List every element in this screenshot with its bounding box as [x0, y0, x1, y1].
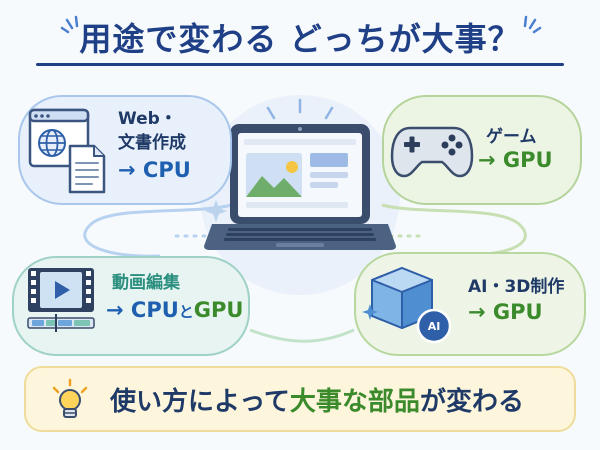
- title-banner: 用途で変わる どっちが大事？: [36, 10, 564, 72]
- card-game: [382, 95, 582, 205]
- bottom-text-after: が変わる: [419, 386, 524, 417]
- ai-processor: GPU: [492, 300, 543, 324]
- web-processor: CPU: [142, 158, 191, 182]
- connector-web-video: [83, 203, 233, 258]
- lightbulb-icon: [52, 378, 88, 418]
- arrow: →: [478, 148, 496, 172]
- gamepad-icon: [390, 126, 474, 178]
- video-timeline-icon: [27, 268, 95, 332]
- web-label-line1: Web・: [118, 109, 177, 129]
- video-result: → CPUとGPU: [106, 298, 243, 322]
- bottom-text-before: 使い方によって: [110, 386, 290, 417]
- sparkle-icon: [60, 15, 79, 34]
- web-result: → CPU: [118, 158, 191, 182]
- sparkle-icon: [523, 15, 542, 34]
- title-underline: [36, 63, 564, 66]
- ai-result: → GPU: [468, 300, 543, 324]
- page-title: 用途で変わる どっちが大事？: [79, 20, 521, 58]
- bottom-message: 使い方によって大事な部品が変わる: [110, 381, 524, 418]
- connector-game-ai: [381, 203, 527, 256]
- 3d-cube-icon: AI: [362, 266, 452, 344]
- web-label-line2: 文書作成: [118, 133, 186, 153]
- ai-label: AI・3D制作: [468, 277, 565, 297]
- arrow: →: [106, 298, 124, 322]
- browser-globe-document-icon: [28, 108, 106, 194]
- arrow: →: [118, 158, 136, 182]
- video-conjunction: と: [178, 303, 194, 321]
- video-processor-gpu: GPU: [193, 298, 244, 322]
- game-label: ゲーム: [486, 127, 537, 147]
- game-result: → GPU: [478, 148, 553, 172]
- arrow: →: [468, 300, 486, 324]
- laptop-sparkle-lines: [266, 98, 334, 120]
- connector-video-ai: [249, 328, 355, 343]
- bottom-text-highlight: 大事な部品: [289, 386, 420, 417]
- ai-badge: AI: [428, 320, 441, 333]
- video-label: 動画編集: [112, 273, 180, 293]
- bottom-message-bar: 使い方によって大事な部品が変わる: [24, 366, 576, 432]
- star-icon: [205, 200, 227, 222]
- game-processor: GPU: [502, 148, 553, 172]
- video-processor-cpu: CPU: [130, 298, 179, 322]
- laptop-icon: [204, 124, 396, 250]
